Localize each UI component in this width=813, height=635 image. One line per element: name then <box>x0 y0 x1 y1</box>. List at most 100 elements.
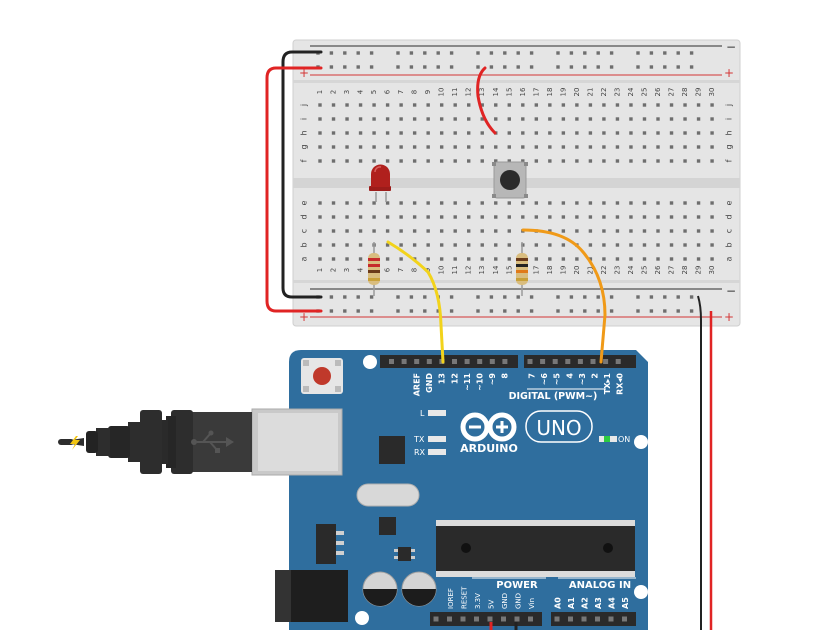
breadboard-hole[interactable] <box>656 117 660 121</box>
rail-hole[interactable] <box>436 309 440 313</box>
breadboard-hole[interactable] <box>480 117 484 121</box>
rail-hole[interactable] <box>569 65 574 69</box>
breadboard-hole[interactable] <box>345 117 349 121</box>
rail-hole[interactable] <box>556 309 560 313</box>
rail-hole[interactable] <box>423 309 427 313</box>
breadboard-hole[interactable] <box>345 201 349 205</box>
rail-hole[interactable] <box>583 309 587 313</box>
breadboard-hole[interactable] <box>385 229 390 233</box>
breadboard-hole[interactable] <box>588 145 593 149</box>
breadboard-hole[interactable] <box>683 103 687 107</box>
breadboard-hole[interactable] <box>385 201 390 205</box>
rail-hole[interactable] <box>329 295 334 299</box>
breadboard-hole[interactable] <box>534 243 539 247</box>
breadboard-hole[interactable] <box>629 131 633 135</box>
breadboard-hole[interactable] <box>453 117 457 121</box>
breadboard-hole[interactable] <box>656 103 660 107</box>
breadboard-hole[interactable] <box>426 159 430 163</box>
breadboard-hole[interactable] <box>507 103 511 107</box>
breadboard-holes[interactable] <box>316 51 714 313</box>
rail-hole[interactable] <box>449 51 454 55</box>
header-pin[interactable] <box>528 616 533 622</box>
rail-hole[interactable] <box>423 295 427 299</box>
breadboard-hole[interactable] <box>453 201 457 205</box>
breadboard-hole[interactable] <box>318 131 322 135</box>
breadboard-hole[interactable] <box>548 145 552 149</box>
breadboard-hole[interactable] <box>439 257 444 261</box>
breadboard-hole[interactable] <box>642 145 647 149</box>
breadboard-hole[interactable] <box>696 243 701 247</box>
breadboard-hole[interactable] <box>615 215 620 219</box>
rail-hole[interactable] <box>516 65 520 69</box>
rail-hole[interactable] <box>689 65 694 69</box>
breadboard-hole[interactable] <box>494 145 498 149</box>
resistor-button[interactable] <box>516 242 528 296</box>
breadboard-hole[interactable] <box>467 131 471 135</box>
breadboard-hole[interactable] <box>467 243 471 247</box>
breadboard-hole[interactable] <box>710 243 714 247</box>
rail-hole[interactable] <box>649 295 654 299</box>
breadboard-hole[interactable] <box>696 201 701 205</box>
wire-black-off-canvas[interactable] <box>697 295 702 630</box>
breadboard-hole[interactable] <box>615 257 620 261</box>
breadboard-hole[interactable] <box>602 215 606 219</box>
wire-red-power-rails[interactable] <box>265 66 323 313</box>
rail-hole[interactable] <box>369 295 374 299</box>
breadboard-hole[interactable] <box>453 159 457 163</box>
breadboard-hole[interactable] <box>683 159 687 163</box>
breadboard-hole[interactable] <box>710 103 714 107</box>
breadboard-hole[interactable] <box>345 215 349 219</box>
breadboard-hole[interactable] <box>683 131 687 135</box>
rail-hole[interactable] <box>529 51 534 55</box>
rail-hole[interactable] <box>369 65 374 69</box>
breadboard-hole[interactable] <box>385 215 390 219</box>
header-pin[interactable] <box>502 359 508 364</box>
breadboard-hole[interactable] <box>467 229 471 233</box>
breadboard-hole[interactable] <box>534 131 539 135</box>
rail-hole[interactable] <box>676 65 680 69</box>
breadboard-hole[interactable] <box>494 159 498 163</box>
rail-hole[interactable] <box>609 51 614 55</box>
rail-hole[interactable] <box>329 65 334 69</box>
breadboard-hole[interactable] <box>331 201 336 205</box>
header-pin[interactable] <box>568 616 573 622</box>
breadboard-hole[interactable] <box>439 243 444 247</box>
rail-hole[interactable] <box>609 65 614 69</box>
breadboard-hole[interactable] <box>507 243 511 247</box>
breadboard-hole[interactable] <box>521 117 525 121</box>
header-pin[interactable] <box>527 359 533 364</box>
header-pin[interactable] <box>464 359 470 364</box>
header-pin[interactable] <box>615 359 621 364</box>
rail-hole[interactable] <box>649 65 654 69</box>
breadboard-hole[interactable] <box>561 145 566 149</box>
rail-hole[interactable] <box>583 295 587 299</box>
breadboard-hole[interactable] <box>494 243 498 247</box>
header-pin[interactable] <box>603 359 609 364</box>
breadboard-hole[interactable] <box>629 257 633 261</box>
breadboard-hole[interactable] <box>480 201 484 205</box>
red-led[interactable] <box>369 164 391 203</box>
breadboard-hole[interactable] <box>412 243 417 247</box>
breadboard-hole[interactable] <box>426 117 430 121</box>
rail-hole[interactable] <box>583 51 587 55</box>
breadboard-hole[interactable] <box>507 159 511 163</box>
breadboard-hole[interactable] <box>656 145 660 149</box>
rail-hole[interactable] <box>476 295 480 299</box>
breadboard-hole[interactable] <box>507 229 511 233</box>
rail-hole[interactable] <box>676 309 680 313</box>
breadboard-hole[interactable] <box>642 257 647 261</box>
header-pin[interactable] <box>514 616 520 622</box>
header-pin[interactable] <box>577 359 583 364</box>
breadboard-hole[interactable] <box>683 201 687 205</box>
breadboard-hole[interactable] <box>521 243 525 247</box>
breadboard-hole[interactable] <box>548 215 552 219</box>
breadboard-hole[interactable] <box>615 201 620 205</box>
rail-hole[interactable] <box>663 309 667 313</box>
breadboard-hole[interactable] <box>426 243 430 247</box>
breadboard-hole[interactable] <box>467 257 471 261</box>
header-pin[interactable] <box>540 359 546 364</box>
breadboard-hole[interactable] <box>426 215 430 219</box>
breadboard-hole[interactable] <box>453 257 457 261</box>
breadboard-hole[interactable] <box>710 257 714 261</box>
breadboard-hole[interactable] <box>561 229 566 233</box>
